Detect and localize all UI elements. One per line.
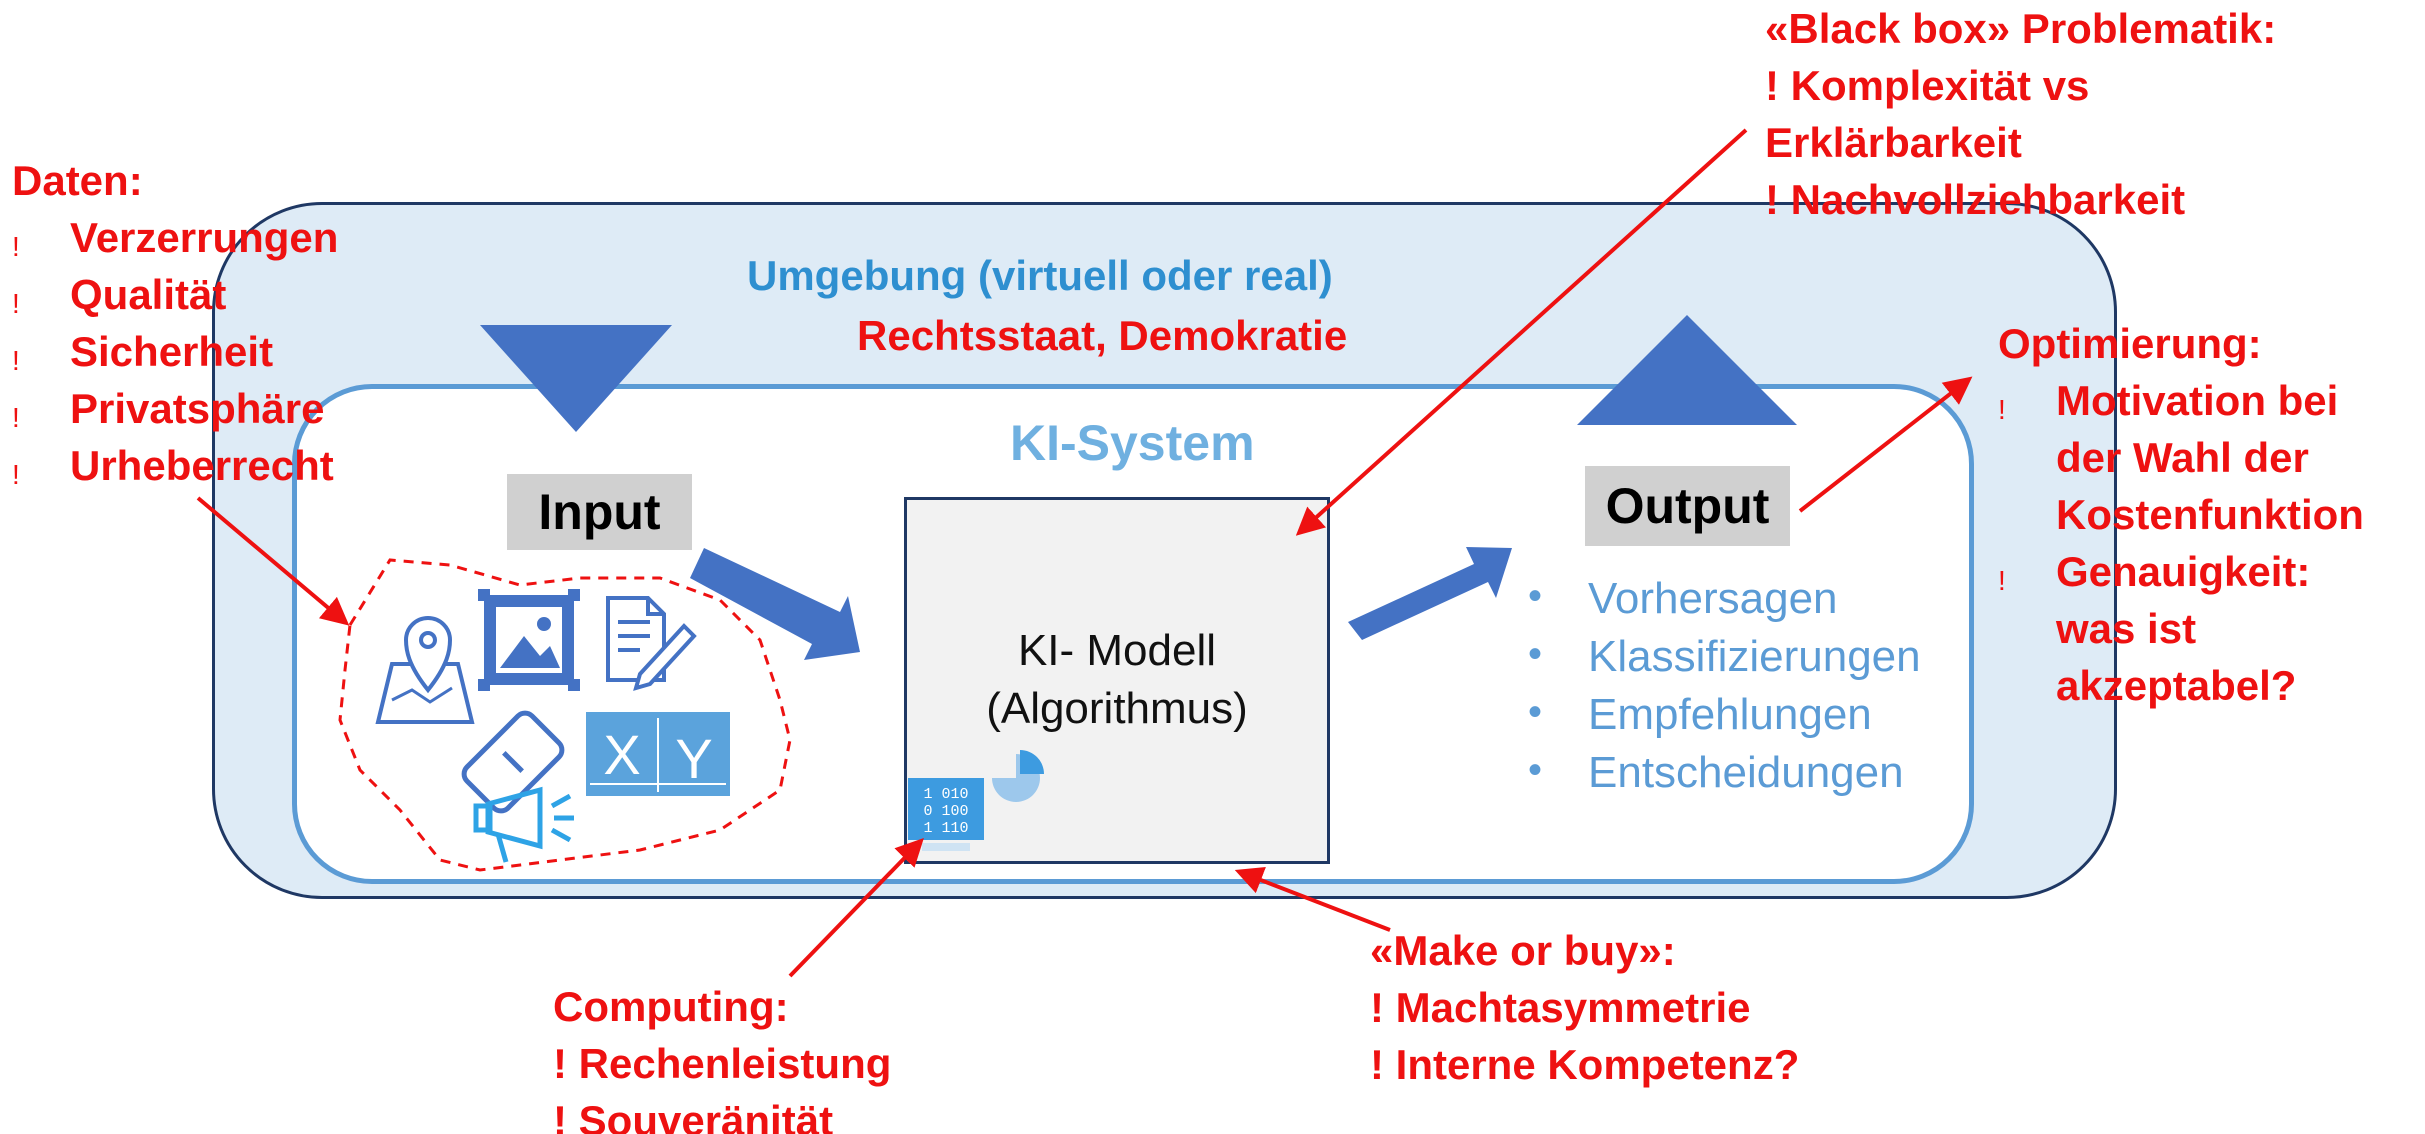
optimierung-item-text: Motivation bei [2056,377,2339,424]
down-triangle [480,325,672,432]
computing-annotation: Computing: ! Rechenleistung ! Souveränit… [553,978,891,1134]
computing-line: Computing: [553,983,789,1030]
bang-marker: ! [12,459,20,490]
optimierung-item-text: akzeptabel? [2056,662,2297,709]
optimierung-arrow [1798,376,1973,513]
bullet-dot: • [1528,748,1543,792]
xy-table-icon: X Y [586,712,730,796]
daten-item: ! Sicherheit [12,323,273,380]
output-item-text: Klassifizierungen [1588,632,1921,681]
make-or-buy-line: «Make or buy»: [1370,927,1676,974]
daten-item-text: Privatsphäre [70,385,325,432]
ki-model-label: KI- Modell (Algorithmus) [904,622,1330,738]
model-to-output-arrow [1348,547,1512,640]
daten-item: ! Privatsphäre [12,380,324,437]
bang-marker: ! [12,231,20,262]
image-icon [478,589,580,691]
ki-system-label: KI-System [1010,415,1255,471]
output-item-text: Empfehlungen [1588,690,1872,739]
svg-text:1 110: 1 110 [923,820,968,837]
svg-text:Y: Y [675,727,712,790]
optimierung-item-text: was ist [2056,605,2197,652]
environment-sublabel: Rechtsstaat, Demokratie [857,312,1348,359]
document-edit-icon [606,596,697,691]
usb-stick-icon [461,710,565,814]
optimierung-annotation: Optimierung: ! Motivation bei der Wahl de… [1998,315,2364,714]
svg-text:1 010: 1 010 [923,786,968,803]
svg-text:X: X [603,723,640,786]
daten-item-text: Urheberrecht [70,442,334,489]
bang-marker: ! [1998,394,2006,425]
bullet-dot: • [1528,632,1543,676]
input-to-model-arrow [690,548,860,660]
optimierung-item-cont: akzeptabel? [1998,657,2296,714]
make-or-buy-line: ! Machtasymmetrie [1370,984,1751,1031]
daten-item: ! Qualität [12,266,226,323]
megaphone-icon [473,786,574,863]
map-pin-icon [375,616,475,724]
output-label: Output [1585,466,1790,546]
blackbox-line: ! Nachvollziehbarkeit [1765,176,2186,223]
optimierung-item: ! Motivation bei [1998,372,2338,429]
svg-text:0 100: 0 100 [923,803,968,820]
make-or-buy-arrow [1234,867,1391,932]
optimierung-item-cont: der Wahl der [1998,429,2309,486]
daten-item-text: Sicherheit [70,328,274,375]
output-item-text: Vorhersagen [1588,574,1838,623]
ki-model-title: KI- Modell [1017,626,1217,675]
input-label: Input [507,474,692,550]
blackbox-line: «Black box» Problematik: [1765,5,2277,52]
optimierung-title: Optimierung: [1998,320,2262,367]
pie-chart-icon [992,750,1044,802]
daten-annotation: Daten: ! Verzerrungen ! Qualität ! Sicherhe… [12,152,338,494]
computing-line: ! Souveränität [553,1097,834,1134]
optimierung-item: ! Genauigkeit: [1998,543,2310,600]
up-triangle [1577,315,1797,425]
daten-arrow [196,496,350,626]
binary-data-icon: 1 010 0 100 1 110 [908,778,984,851]
output-item-text: Entscheidungen [1588,748,1904,797]
blackbox-annotation: «Black box» Problematik: ! Komplexität v… [1765,0,2276,228]
optimierung-item-text: Kostenfunktion [2056,491,2364,538]
bang-marker: ! [12,402,20,433]
blackbox-arrow [1295,128,1748,536]
optimierung-item-text: der Wahl der [2056,434,2309,481]
blackbox-line: Erklärbarkeit [1765,119,2022,166]
daten-item-text: Qualität [70,271,227,318]
daten-item: ! Urheberrecht [12,437,334,494]
bullet-dot: • [1528,690,1543,734]
computing-arrow [788,837,924,978]
make-or-buy-annotation: «Make or buy»: ! Machtasymmetrie ! Inter… [1370,922,1799,1093]
bang-marker: ! [1998,565,2006,596]
optimierung-item-cont: was ist [1998,600,2262,657]
bullet-dot: • [1528,574,1543,618]
optimierung-item-cont: Kostenfunktion [1998,486,2364,543]
daten-title: Daten: [12,157,143,204]
make-or-buy-line: ! Interne Kompetenz? [1370,1041,1800,1088]
optimierung-item-text: Genauigkeit: [2056,548,2311,595]
daten-item-text: Verzerrungen [70,214,339,261]
bang-marker: ! [12,345,20,376]
daten-item: ! Verzerrungen [12,209,338,266]
environment-label: Umgebung (virtuell oder real) [747,252,1333,299]
ki-model-subtitle: (Algorithmus) [986,684,1248,733]
bang-marker: ! [12,288,20,319]
blackbox-line: ! Komplexität vs [1765,62,2090,109]
data-cloud-outline [338,558,792,872]
computing-line: ! Rechenleistung [553,1040,892,1087]
